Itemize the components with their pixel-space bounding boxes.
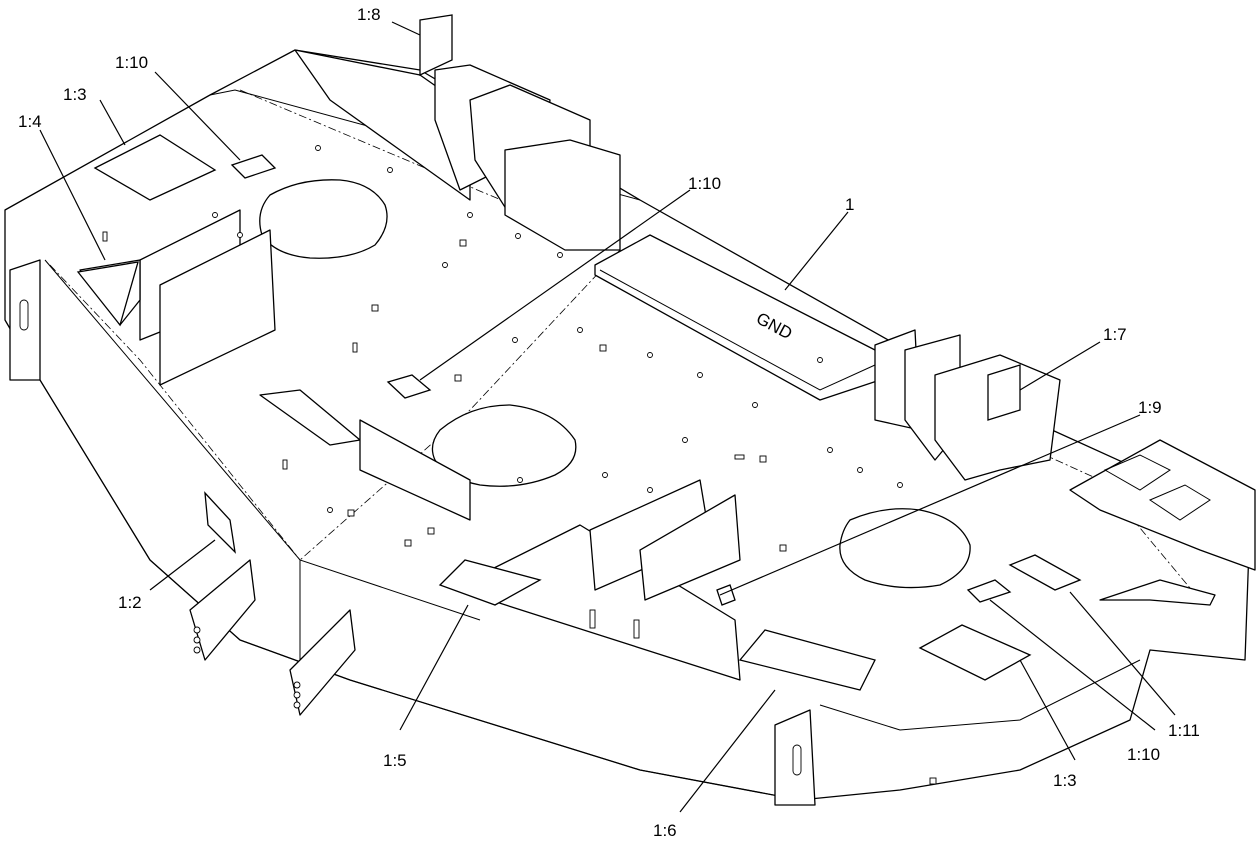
callout-1-11: 1:11 bbox=[1168, 721, 1200, 740]
callout-1-8: 1:8 bbox=[357, 5, 381, 24]
decal-1-10-top bbox=[230, 154, 277, 179]
decal-1-11 bbox=[1008, 554, 1082, 591]
spindle-opening-left bbox=[259, 179, 388, 259]
decal-1-4 bbox=[76, 261, 139, 327]
callout-labels: 1:8 1:10 1:3 1:4 1:10 1 1:7 1:9 1:2 1:5 … bbox=[18, 5, 1200, 840]
callout-1-3-bottom: 1:3 bbox=[1053, 771, 1077, 790]
leader-lines bbox=[39, 21, 1176, 813]
spindle-openings bbox=[259, 179, 971, 589]
left-brackets bbox=[9, 209, 471, 521]
callout-1-5: 1:5 bbox=[383, 751, 407, 770]
decal-1-3-top bbox=[93, 134, 217, 201]
decal-1-6 bbox=[738, 629, 876, 691]
spindle-opening-right bbox=[839, 508, 971, 589]
decal-1-2 bbox=[204, 491, 236, 554]
callout-1: 1 bbox=[845, 195, 854, 214]
spindle-opening-center bbox=[431, 404, 577, 487]
front-hangers bbox=[189, 559, 816, 806]
rear-brackets bbox=[294, 14, 621, 251]
callout-1-10-top: 1:10 bbox=[115, 53, 148, 72]
callout-1-10-bottom: 1:10 bbox=[1127, 745, 1160, 764]
callout-1-9: 1:9 bbox=[1138, 398, 1162, 417]
center-mount bbox=[438, 479, 876, 691]
right-brackets bbox=[874, 329, 1256, 606]
decal-1-10-bottom bbox=[966, 579, 1012, 603]
decal-1-8 bbox=[419, 14, 453, 77]
decal-1-5 bbox=[438, 559, 542, 606]
belt-cover-channel: GND bbox=[594, 234, 881, 401]
callout-1-3-top: 1:3 bbox=[63, 85, 87, 104]
decal-1-7 bbox=[987, 364, 1021, 421]
decal-1-10-mid bbox=[386, 374, 432, 399]
callout-1-2: 1:2 bbox=[118, 593, 142, 612]
callout-1-4: 1:4 bbox=[18, 112, 42, 131]
callout-1-6: 1:6 bbox=[653, 821, 677, 840]
deck-decals bbox=[76, 134, 1082, 681]
deck-holes bbox=[102, 145, 937, 785]
decal-1-3-bottom bbox=[918, 624, 1032, 681]
callout-1-10-mid: 1:10 bbox=[688, 174, 721, 193]
callout-1-7: 1:7 bbox=[1103, 325, 1127, 344]
